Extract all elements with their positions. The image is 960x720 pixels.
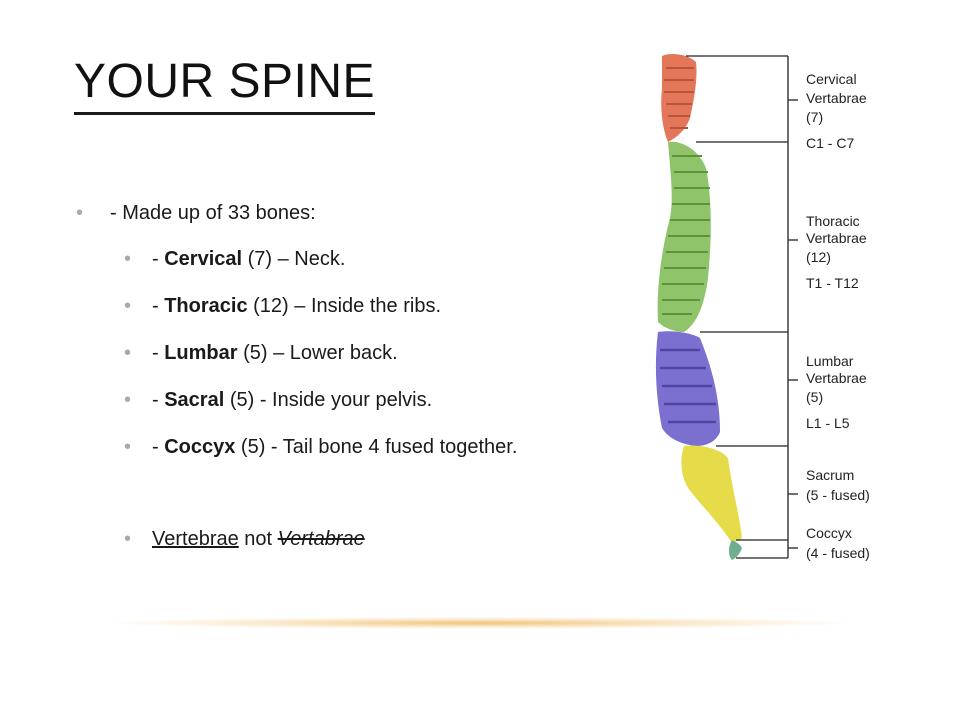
thoracic-label-2: Vertabrae xyxy=(806,230,867,246)
bullet-icon: • xyxy=(124,528,132,550)
item-rest: (5) – Lower back. xyxy=(237,342,398,364)
bullet-intro: • - Made up of 33 bones: xyxy=(76,198,316,228)
item-name: Coccyx xyxy=(164,436,236,458)
wrong-spelling: Vertabrae xyxy=(277,528,365,550)
thoracic-segments xyxy=(662,155,710,315)
item-rest: (7) – Neck. xyxy=(242,248,346,270)
bullet-sacral: • - Sacral (5) - Inside your pelvis. xyxy=(124,385,517,432)
coccyx-shape xyxy=(729,540,742,560)
item-name: Sacral xyxy=(164,389,225,411)
sacrum-region xyxy=(681,445,742,542)
cervical-label-4: C1 - C7 xyxy=(806,135,854,151)
item-name: Lumbar xyxy=(164,342,238,364)
footnote-middle: not xyxy=(238,528,278,550)
correct-spelling: Vertebrae xyxy=(152,528,239,550)
item-prefix: - xyxy=(152,342,165,364)
bullet-icon: • xyxy=(124,342,132,364)
bullet-thoracic: • - Thoracic (12) – Inside the ribs. xyxy=(124,291,517,338)
bullet-icon: • xyxy=(124,389,132,411)
decorative-glow-divider xyxy=(110,617,850,629)
thoracic-label-4: T1 - T12 xyxy=(806,275,859,291)
thoracic-label-1: Thoracic xyxy=(806,213,860,229)
lumbar-shape xyxy=(655,331,720,446)
item-rest: (5) - Inside your pelvis. xyxy=(224,389,433,411)
bullet-footnote: • Vertebrae not Vertabrae xyxy=(124,524,365,554)
coccyx-region xyxy=(729,540,742,560)
bullet-lumbar: • - Lumbar (5) – Lower back. xyxy=(124,338,517,385)
item-prefix: - xyxy=(152,295,165,317)
main-bullet-list: • - Made up of 33 bones: xyxy=(76,198,316,228)
footnote-list: • Vertebrae not Vertabrae xyxy=(124,524,365,554)
item-prefix: - xyxy=(152,389,165,411)
lumbar-label-2: Vertabrae xyxy=(806,370,867,386)
cervical-label-2: Vertabrae xyxy=(806,90,867,106)
intro-text: - Made up of 33 bones: xyxy=(110,202,316,224)
thoracic-label-3: (12) xyxy=(806,249,831,265)
bullet-coccyx: • - Coccyx (5) - Tail bone 4 fused toget… xyxy=(124,432,517,479)
sacrum-shape xyxy=(681,445,742,542)
slide-title: YOUR SPINE xyxy=(74,52,376,115)
item-prefix: - xyxy=(152,248,165,270)
lumbar-region xyxy=(655,331,720,446)
bullet-cervical: • - Cervical (7) – Neck. xyxy=(124,244,517,291)
bullet-icon: • xyxy=(76,202,84,224)
item-name: Thoracic xyxy=(164,295,248,317)
thoracic-region xyxy=(657,141,711,332)
region-brackets xyxy=(686,55,798,559)
bullet-icon: • xyxy=(124,295,132,317)
sacrum-label-2: (5 - fused) xyxy=(806,487,870,503)
item-rest: (5) - Tail bone 4 fused together. xyxy=(235,436,518,458)
item-rest: (12) – Inside the ribs. xyxy=(247,295,442,317)
lumbar-label-4: L1 - L5 xyxy=(806,415,850,431)
sacrum-label-1: Sacrum xyxy=(806,467,854,483)
cervical-shape xyxy=(661,54,697,142)
bullet-icon: • xyxy=(124,436,132,458)
lumbar-segments xyxy=(660,348,716,424)
cervical-segments xyxy=(664,67,694,129)
spine-diagram: Cervical Vertabrae (7) C1 - C7 Thoracic … xyxy=(655,54,870,561)
coccyx-label-1: Coccyx xyxy=(806,525,852,541)
bullet-icon: • xyxy=(124,248,132,270)
cervical-label-1: Cervical xyxy=(806,71,857,87)
sub-bullet-list: • - Cervical (7) – Neck. • - Thoracic (1… xyxy=(124,244,517,479)
item-prefix: - xyxy=(152,436,165,458)
lumbar-label-3: (5) xyxy=(806,389,823,405)
item-name: Cervical xyxy=(164,248,243,270)
cervical-label-3: (7) xyxy=(806,109,823,125)
lumbar-label-1: Lumbar xyxy=(806,353,854,369)
coccyx-label-2: (4 - fused) xyxy=(806,545,870,561)
cervical-region xyxy=(661,54,697,142)
